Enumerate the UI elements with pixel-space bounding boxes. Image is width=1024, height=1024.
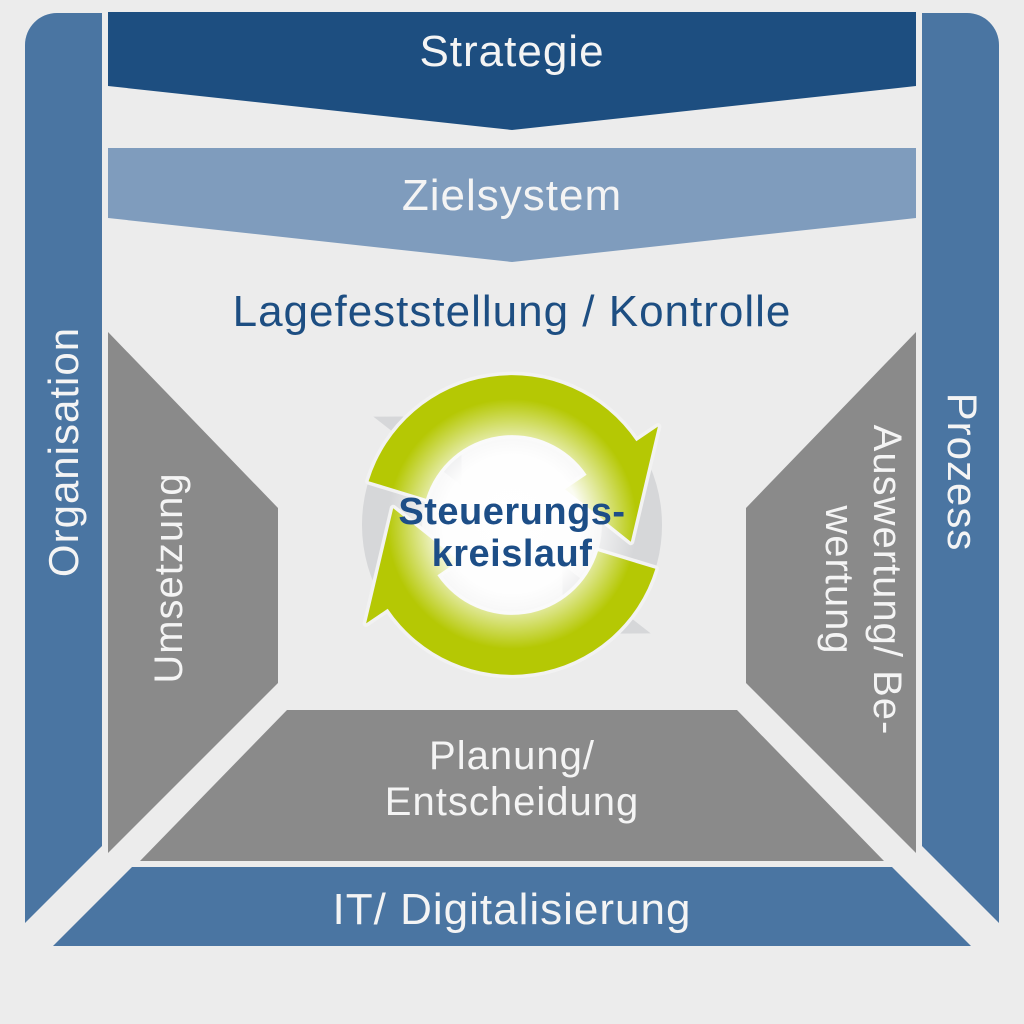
it-digitalisierung-banner [53, 867, 971, 946]
steuerungskreislauf-label-line1: Steuerungs- [398, 491, 625, 533]
auswertung-wall [746, 332, 916, 853]
strategie-banner [108, 12, 916, 130]
steuerungskreislauf-label-line2: kreislauf [432, 533, 593, 575]
planung-label-line1: Planung/ [429, 734, 595, 778]
zielsystem-label: Zielsystem [402, 171, 622, 220]
organisation-bar [25, 13, 102, 923]
umsetzung-wall [108, 332, 278, 853]
organisation-label: Organisation [40, 327, 87, 577]
prozess-bar [922, 13, 999, 923]
auswertung-label-line2: wertung [817, 504, 861, 654]
lagefeststellung-kontrolle-label: Lagefeststellung / Kontrolle [233, 287, 792, 336]
planung-floor [140, 710, 884, 861]
umsetzung-label: Umsetzung [147, 472, 191, 683]
prozess-label: Prozess [939, 393, 986, 552]
strategie-label: Strategie [419, 27, 604, 76]
center-glow [387, 399, 637, 649]
planung-label-line2: Entscheidung [385, 780, 639, 824]
zielsystem-banner [108, 148, 916, 262]
it-digitalisierung-label: IT/ Digitalisierung [333, 885, 692, 934]
auswertung-label-line1: Auswertung/ Be- [865, 425, 909, 736]
